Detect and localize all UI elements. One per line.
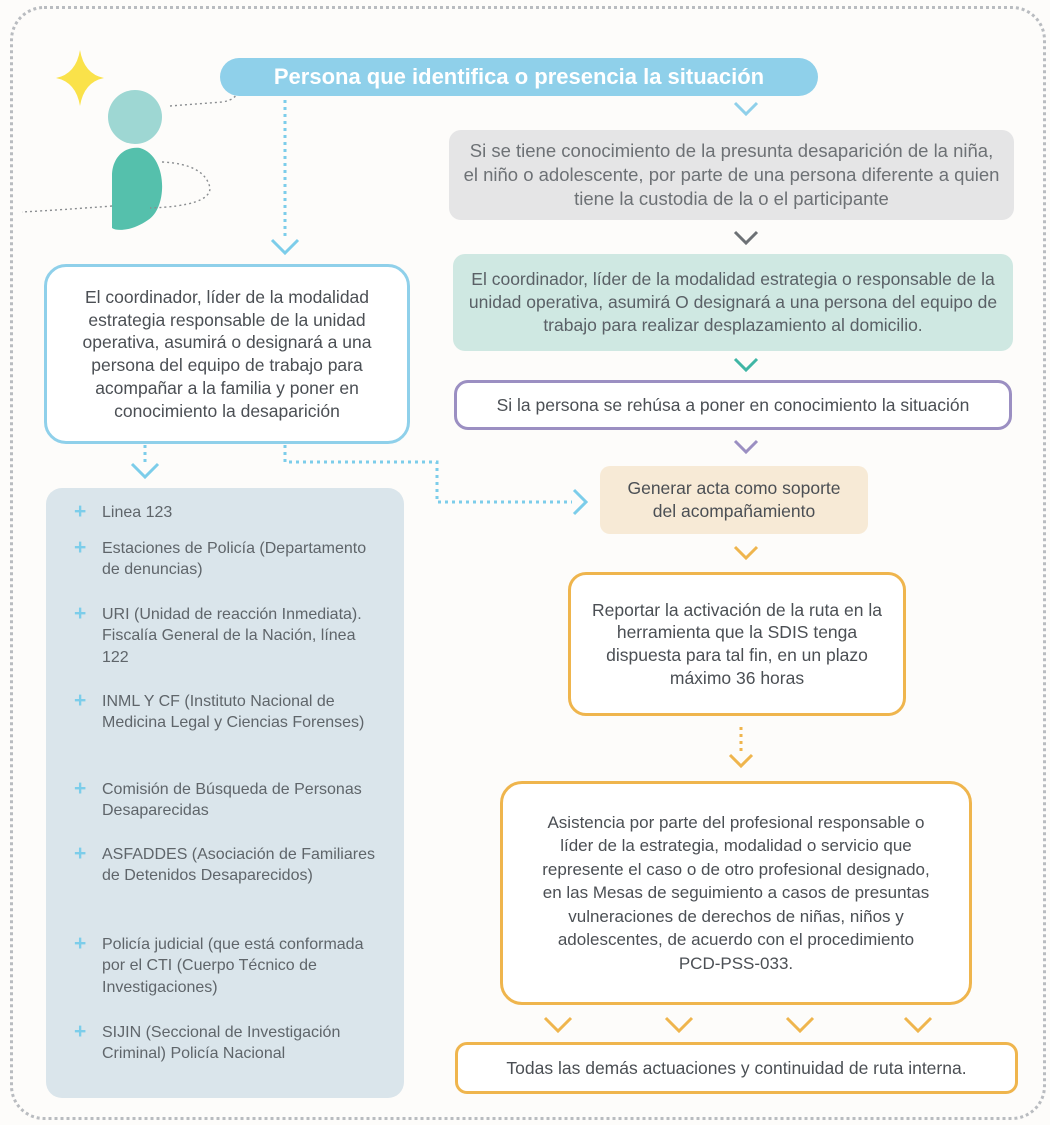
contact-label: Comisión de Búsqueda de Personas Desapar…: [102, 781, 362, 820]
contact-label: INML Y CF (Instituto Nacional de Medicin…: [102, 693, 365, 732]
contact-label: Policía judicial (que está conformada po…: [102, 936, 364, 996]
step-person-refuses: Si la persona se rehúsa a poner en conoc…: [454, 380, 1012, 430]
contact-label: Linea 123: [102, 504, 173, 521]
contact-label: ASFADDES (Asociación de Familiares de De…: [102, 846, 375, 885]
plus-icon: +: [74, 777, 87, 800]
step-internal-route-continuity: Todas las demás actuaciones y continuida…: [455, 1042, 1018, 1094]
step-third-party-knowledge: Si se tiene conocimiento de la presunta …: [449, 130, 1014, 220]
plus-icon: +: [74, 536, 87, 559]
list-item: + Comisión de Búsqueda de Personas Desap…: [74, 777, 384, 822]
contact-label: Estaciones de Policía (Departamento de d…: [102, 540, 367, 579]
plus-icon: +: [74, 1020, 87, 1043]
list-item: + Policía judicial (que está conformada …: [74, 932, 384, 998]
person-head-icon: [108, 90, 162, 144]
plus-icon: +: [74, 842, 87, 865]
contact-label: URI (Unidad de reacción Inmediata). Fisc…: [102, 606, 362, 666]
list-item: + Linea 123: [74, 500, 384, 523]
sparkle-star-icon: [56, 50, 104, 106]
person-body-icon: [112, 147, 163, 230]
plus-icon: +: [74, 500, 87, 523]
list-item: + SIJIN (Seccional de Investigación Crim…: [74, 1020, 384, 1065]
title-pill: Persona que identifica o presencia la si…: [220, 58, 818, 96]
contact-label: SIJIN (Seccional de Investigación Crimin…: [102, 1024, 341, 1063]
list-item: + INML Y CF (Instituto Nacional de Medic…: [74, 689, 384, 734]
step-report-route-activation: Reportar la activación de la ruta en la …: [568, 572, 906, 716]
step-generate-record: Generar acta como soporte del acompañami…: [600, 466, 868, 534]
step-coordinator-home-visit: El coordinador, líder de la modalidad es…: [453, 254, 1013, 351]
list-item: + URI (Unidad de reacción Inmediata). Fi…: [74, 602, 384, 668]
step-follow-up-tables: Asistencia por parte del profesional res…: [500, 781, 972, 1005]
outer-dotted-frame: [10, 6, 1046, 1120]
list-item: + Estaciones de Policía (Departamento de…: [74, 536, 384, 581]
list-item: + ASFADDES (Asociación de Familiares de …: [74, 842, 384, 887]
plus-icon: +: [74, 689, 87, 712]
plus-icon: +: [74, 602, 87, 625]
step-coordinator-accompany-family: El coordinador, líder de la modalidad es…: [44, 264, 410, 444]
plus-icon: +: [74, 932, 87, 955]
contacts-panel: + Linea 123 + Estaciones de Policía (Dep…: [46, 488, 404, 1098]
